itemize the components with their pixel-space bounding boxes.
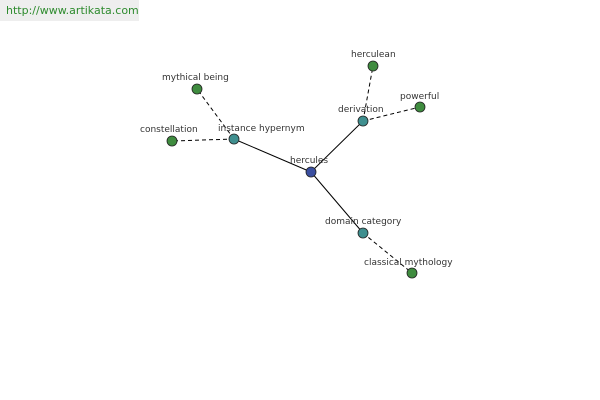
edge-derivation xyxy=(310,120,364,173)
edge-instance-hypernym xyxy=(233,138,312,173)
label-mythical-being[interactable]: mythical being xyxy=(162,73,229,83)
node-center[interactable] xyxy=(305,166,317,178)
label-derivation[interactable]: derivation xyxy=(338,105,384,115)
label-instance-hypernym[interactable]: instance hypernym xyxy=(218,124,305,134)
edge-constellation xyxy=(171,138,235,142)
edge-powerful xyxy=(362,106,421,122)
label-constellation[interactable]: constellation xyxy=(140,125,198,135)
edge-herculean xyxy=(362,65,374,122)
edge-domain-category xyxy=(310,171,364,234)
node-herculean[interactable] xyxy=(367,60,379,72)
label-powerful[interactable]: powerful xyxy=(400,92,439,102)
url-bar: http://www.artikata.com xyxy=(0,0,139,21)
node-constellation[interactable] xyxy=(166,135,178,147)
node-classical-mythology[interactable] xyxy=(406,267,418,279)
label-herculean[interactable]: herculean xyxy=(351,50,396,60)
node-powerful[interactable] xyxy=(414,101,426,113)
label-classical-mythology[interactable]: classical mythology xyxy=(364,258,453,268)
edge-classical-mythology xyxy=(362,232,413,274)
label-domain-category[interactable]: domain category xyxy=(325,217,402,227)
node-mythical-being[interactable] xyxy=(191,83,203,95)
edge-mythical-being xyxy=(196,88,235,140)
node-derivation[interactable] xyxy=(357,115,369,127)
label-center[interactable]: hercules xyxy=(290,156,328,166)
source-url[interactable]: http://www.artikata.com xyxy=(6,4,139,17)
node-instance-hypernym[interactable] xyxy=(228,133,240,145)
node-domain-category[interactable] xyxy=(357,227,369,239)
